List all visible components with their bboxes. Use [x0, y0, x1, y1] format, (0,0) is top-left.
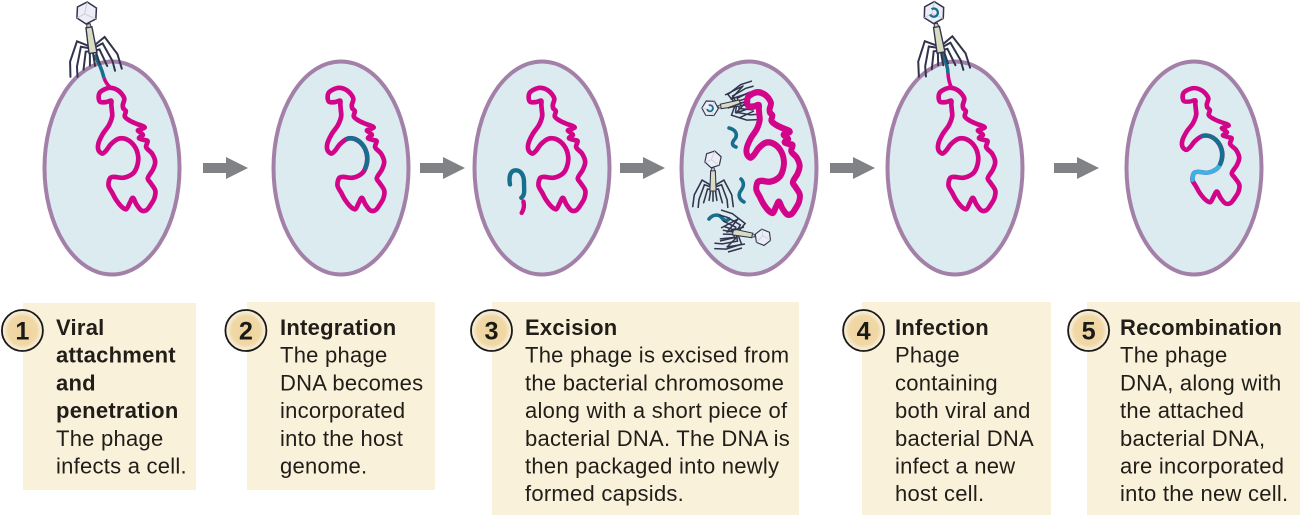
- svg-text:Viral: Viral: [56, 315, 105, 340]
- svg-text:bacterial DNA. The DNA is: bacterial DNA. The DNA is: [525, 426, 790, 451]
- svg-text:then packaged into newly: then packaged into newly: [525, 454, 779, 479]
- svg-text:DNA becomes: DNA becomes: [280, 370, 423, 395]
- svg-text:The phage: The phage: [280, 343, 387, 368]
- svg-text:1: 1: [15, 317, 29, 345]
- svg-text:incorporated: incorporated: [280, 398, 405, 423]
- svg-text:containing: containing: [895, 370, 998, 395]
- svg-text:bacterial DNA: bacterial DNA: [895, 426, 1034, 451]
- svg-text:Infection: Infection: [895, 315, 989, 340]
- svg-text:host cell.: host cell.: [895, 481, 984, 506]
- svg-text:and: and: [56, 370, 96, 395]
- svg-text:2: 2: [239, 317, 253, 345]
- svg-text:Integration: Integration: [280, 315, 396, 340]
- svg-text:bacterial DNA,: bacterial DNA,: [1120, 426, 1265, 451]
- svg-text:genome.: genome.: [280, 454, 367, 479]
- svg-text:4: 4: [857, 317, 871, 345]
- svg-text:both viral and: both viral and: [895, 398, 1031, 423]
- svg-text:the bacterial chromosome: the bacterial chromosome: [525, 370, 784, 395]
- svg-text:into the new cell.: into the new cell.: [1120, 481, 1288, 506]
- svg-text:The phage is excised from: The phage is excised from: [525, 343, 789, 368]
- svg-text:along with a short piece of: along with a short piece of: [525, 398, 788, 423]
- svg-text:attachment: attachment: [56, 343, 176, 368]
- svg-text:infects a cell.: infects a cell.: [56, 454, 187, 479]
- svg-text:the attached: the attached: [1120, 398, 1244, 423]
- svg-text:formed capsids.: formed capsids.: [525, 481, 684, 506]
- svg-text:The phage: The phage: [1120, 343, 1227, 368]
- svg-text:Excision: Excision: [525, 315, 617, 340]
- svg-text:5: 5: [1082, 317, 1096, 345]
- svg-text:3: 3: [484, 317, 498, 345]
- svg-text:into the host: into the host: [280, 426, 403, 451]
- svg-text:are incorporated: are incorporated: [1120, 454, 1284, 479]
- svg-text:infect a new: infect a new: [895, 454, 1015, 479]
- svg-text:DNA, along with: DNA, along with: [1120, 370, 1282, 395]
- svg-text:Phage: Phage: [895, 343, 960, 368]
- svg-text:The phage: The phage: [56, 426, 163, 451]
- svg-text:penetration: penetration: [56, 398, 179, 423]
- svg-text:Recombination: Recombination: [1120, 315, 1282, 340]
